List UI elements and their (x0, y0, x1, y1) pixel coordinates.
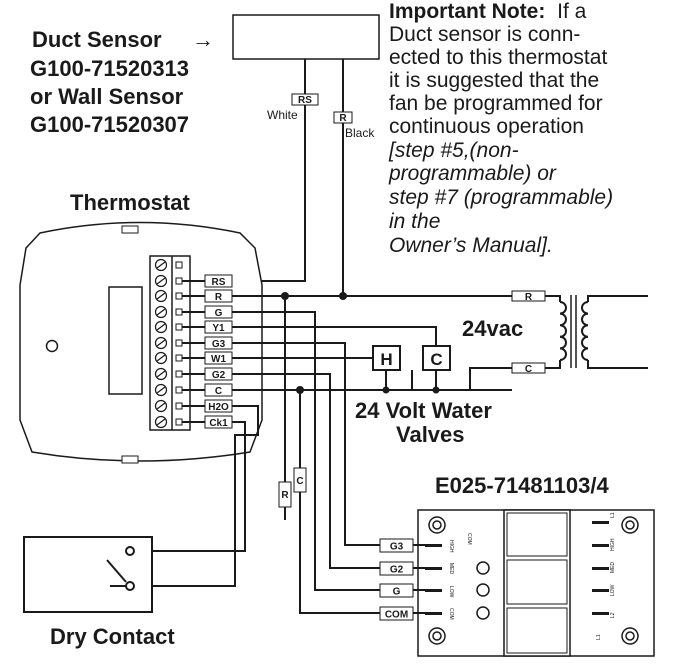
terminal-r: R (215, 292, 223, 303)
sensor-or-line: or Wall Sensor (30, 84, 184, 109)
terminal-w1: W1 (211, 354, 226, 365)
relay-left-label-3: LOW (448, 586, 454, 598)
terminal-pad (175, 418, 183, 426)
terminal-g: G (215, 308, 223, 319)
important-note: Important Note: If a Duct sensor is conn… (388, 0, 613, 257)
relay-right-label-3: LOW (610, 584, 616, 596)
note-italic-1: programmable) or (388, 162, 557, 185)
terminal-pad (175, 354, 183, 362)
dry-contact-box (23, 536, 153, 613)
transformer-r-tag: R (525, 292, 533, 303)
sensor-part-number-1: G100-71520313 (30, 56, 189, 81)
terminal-pad (175, 386, 183, 394)
vertical-wire-tags: R C (278, 467, 307, 508)
dry-contact-title: Dry Contact (50, 624, 175, 649)
relay-right-label-2: MED (610, 562, 616, 574)
note-italic-3: in the (389, 210, 440, 233)
terminal-g3: G3 (212, 339, 226, 350)
relay-bottom-label: L1 (596, 634, 602, 640)
valve-h (372, 345, 401, 371)
terminal-pad (175, 323, 183, 331)
note-line-2: ected to this thermostat (389, 46, 607, 69)
note-line-0: If a (557, 0, 587, 23)
relay-right-label-4: L2 (610, 612, 616, 618)
terminal-h2o: H2O (208, 402, 229, 413)
transformer-c-tag: C (525, 364, 532, 375)
water-valves: H C 24 Volt Water Valves (355, 345, 492, 447)
transformer-coil (581, 301, 589, 361)
svg-text:Important Note: If a: Important Note: If a (389, 0, 587, 23)
wire-c-tag: C (296, 476, 303, 487)
sensor-arrow: → (192, 27, 214, 52)
duct-sensor-block: Duct Sensor → G100-71520313 or Wall Sens… (30, 14, 380, 137)
sensor-title: Duct Sensor (32, 27, 162, 52)
relay-title: E025-71481103/4 (435, 473, 609, 498)
valves-caption-2: Valves (396, 422, 465, 447)
relay-left-label-1: HIGH (448, 540, 454, 553)
transformer-coil (559, 301, 567, 361)
note-line-3: it is suggested that the (389, 69, 599, 92)
transformer-label: 24vac (462, 316, 523, 341)
note-line-1: Duct sensor is conn- (389, 23, 580, 46)
sensor-part-number-2: G100-71520307 (30, 112, 189, 137)
note-italic-2: step #7 (programmable) (389, 186, 613, 209)
relay-terminals: G3 G2 G COM (379, 538, 425, 621)
relay-terminal-g3: G3 (390, 542, 404, 553)
valves-caption-1: 24 Volt Water (355, 398, 492, 423)
relay-left-label-2: MED (448, 563, 454, 575)
terminal-ck1: Ck1 (209, 418, 228, 429)
dry-contact: Dry Contact (23, 536, 175, 649)
thermostat-title: Thermostat (70, 190, 190, 215)
terminal-pad (175, 292, 183, 300)
transformer: 24vac R C (462, 290, 648, 375)
relay-right-label-0: L1 (610, 512, 616, 518)
note-heading: Important Note: (389, 0, 545, 23)
valve-h-label: H (380, 350, 392, 369)
relay-board: COM HIGH MED LOW COM L1 HIGH MED LOW L2 … (417, 509, 655, 657)
terminal-rs: RS (212, 277, 226, 288)
note-italic-0: [step #5,(non- (388, 139, 519, 162)
relay-right-label-1: HIGH (610, 538, 616, 551)
relay-left-label-4: COM (448, 608, 454, 620)
terminal-pad (175, 402, 183, 410)
valve-c-label: C (430, 350, 442, 369)
thermostat-display (108, 286, 143, 395)
terminal-leads (182, 280, 205, 423)
relay-terminal-g: G (393, 587, 401, 598)
terminal-g2: G2 (212, 370, 226, 381)
valve-c (422, 345, 451, 371)
main-wiring (130, 295, 561, 614)
terminal-y1: Y1 (212, 323, 225, 334)
white-wire-label: White (267, 108, 298, 122)
black-wire-label: Black (345, 126, 375, 140)
sensor-wire-tags: RS White R Black (267, 93, 375, 140)
terminal-pad (175, 277, 183, 285)
black-wire-tag: R (339, 113, 347, 124)
note-italic-4: Owner’s Manual]. (389, 234, 553, 257)
terminal-pad (175, 370, 183, 378)
relay-terminal-com: COM (385, 610, 408, 621)
terminal-pad (175, 308, 183, 316)
terminal-c: C (215, 386, 222, 397)
note-line-5: continuous operation (389, 115, 584, 138)
relay-left-label-0: COM (466, 533, 472, 545)
junction-dots (281, 292, 440, 394)
terminal-labels: RS R G Y1 G3 W1 G2 C H2O Ck1 (204, 274, 233, 429)
note-line-4: fan be programmed for (389, 92, 603, 115)
relay-terminal-g2: G2 (390, 565, 404, 576)
wire-r-tag: R (281, 490, 289, 501)
sensor-box (232, 14, 380, 60)
thermostat-body (19, 221, 263, 464)
white-wire-tag: RS (298, 95, 312, 106)
terminal-screws (154, 258, 183, 429)
terminal-pad (175, 261, 183, 269)
terminal-pad (175, 339, 183, 347)
